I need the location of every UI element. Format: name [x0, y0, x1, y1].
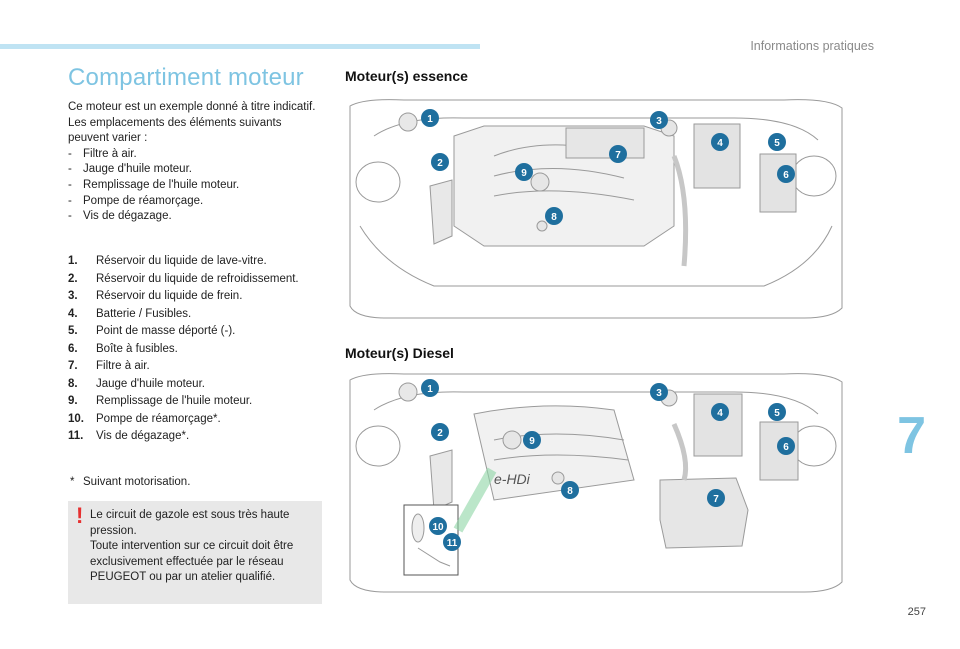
- callout-number: 3: [656, 116, 662, 127]
- callout-number: 4: [717, 408, 723, 419]
- legend-item: 9.Remplissage de l'huile moteur.: [68, 395, 253, 407]
- intro-text: Ce moteur est un exemple donné à titre i…: [68, 100, 318, 225]
- callout-marker-4: [711, 403, 729, 421]
- callout-marker-2: [431, 423, 449, 441]
- callout-marker-8: [561, 481, 579, 499]
- legend-item: 10.Pompe de réamorçage*.: [68, 412, 221, 425]
- intro-line: Les emplacements des éléments suivants p…: [68, 116, 282, 145]
- callout-number: 1: [427, 384, 433, 395]
- callout-number: 8: [551, 212, 557, 223]
- callout-number: 9: [521, 168, 527, 179]
- intro-list-item: -Pompe de réamorçage.: [68, 194, 204, 207]
- callout-marker-3: [650, 383, 668, 401]
- callout-marker-6: [777, 165, 795, 183]
- petrol-engine-diagram: 1 2 3 4 5 6 7 8 9: [349, 99, 843, 319]
- warning-text: Le circuit de gazole est sous très haute…: [90, 509, 294, 584]
- callout-marker-2: [431, 153, 449, 171]
- header-accent-bar: [0, 44, 480, 49]
- petrol-section-title: Moteur(s) essence: [345, 68, 468, 84]
- intro-line: Ce moteur est un exemple donné à titre i…: [68, 101, 316, 113]
- callout-marker-5: [768, 133, 786, 151]
- intro-list: -Filtre à air. -Jauge d'huile moteur. -R…: [68, 147, 318, 225]
- legend-item: 8.Jauge d'huile moteur.: [68, 377, 205, 390]
- intro-list-item: -Remplissage de l'huile moteur.: [68, 178, 240, 191]
- callout-number: 7: [615, 150, 621, 161]
- callout-number: 4: [717, 138, 723, 149]
- intro-list-item: -Jauge d'huile moteur.: [68, 163, 192, 176]
- callout-marker-4: [711, 133, 729, 151]
- legend-item: 3.Réservoir du liquide de frein.: [68, 290, 243, 302]
- warning-box: ! Le circuit de gazole est sous très hau…: [68, 501, 322, 604]
- callout-number: 2: [437, 158, 443, 169]
- callout-number: 10: [432, 522, 444, 533]
- legend-item: 7.Filtre à air.: [68, 360, 150, 372]
- callout-marker-3: [650, 111, 668, 129]
- callout-number: 11: [447, 538, 458, 549]
- callout-marker-9: [515, 163, 533, 181]
- callout-marker-5: [768, 403, 786, 421]
- callout-marker-9: [523, 431, 541, 449]
- component-legend: 1.Réservoir du liquide de lave-vitre. 2.…: [68, 253, 328, 446]
- legend-item: 6.Boîte à fusibles.: [68, 342, 178, 355]
- callout-number: 5: [774, 408, 780, 419]
- callout-number: 6: [783, 170, 789, 181]
- callout-marker-6: [777, 437, 795, 455]
- running-header: Informations pratiques: [750, 39, 874, 53]
- callout-number: 1: [427, 114, 433, 125]
- warning-icon: !: [76, 503, 84, 528]
- intro-list-item: -Filtre à air.: [68, 147, 137, 160]
- ehdi-badge: e-HDi: [494, 471, 531, 487]
- footnote: *Suivant motorisation.: [70, 476, 191, 488]
- callout-number: 5: [774, 138, 780, 149]
- diesel-section-title: Moteur(s) Diesel: [345, 345, 454, 361]
- legend-item: 2.Réservoir du liquide de refroidissemen…: [68, 272, 299, 285]
- callout-number: 3: [656, 388, 662, 399]
- callout-marker-7: [707, 489, 725, 507]
- intro-list-item: -Vis de dégazage.: [68, 210, 172, 223]
- callout-marker-10: [429, 517, 447, 535]
- chapter-number: 7: [897, 407, 926, 465]
- callout-number: 8: [567, 486, 573, 497]
- callout-number: 6: [783, 442, 789, 453]
- legend-item: 1.Réservoir du liquide de lave-vitre.: [68, 255, 267, 267]
- legend-item: 11.Vis de dégazage*.: [68, 430, 190, 442]
- callout-marker-1: [421, 379, 439, 397]
- page-title: Compartiment moteur: [68, 64, 304, 91]
- legend-item: 5.Point de masse déporté (-).: [68, 325, 236, 337]
- page-number: 257: [907, 606, 926, 618]
- callout-number: 9: [529, 436, 535, 447]
- callout-marker-8: [545, 207, 563, 225]
- callout-marker-1: [421, 109, 439, 127]
- callout-marker-11: [443, 533, 461, 551]
- legend-item: 4.Batterie / Fusibles.: [68, 307, 192, 320]
- callout-number: 2: [437, 428, 443, 439]
- callout-marker-7: [609, 145, 627, 163]
- callout-number: 7: [713, 494, 719, 505]
